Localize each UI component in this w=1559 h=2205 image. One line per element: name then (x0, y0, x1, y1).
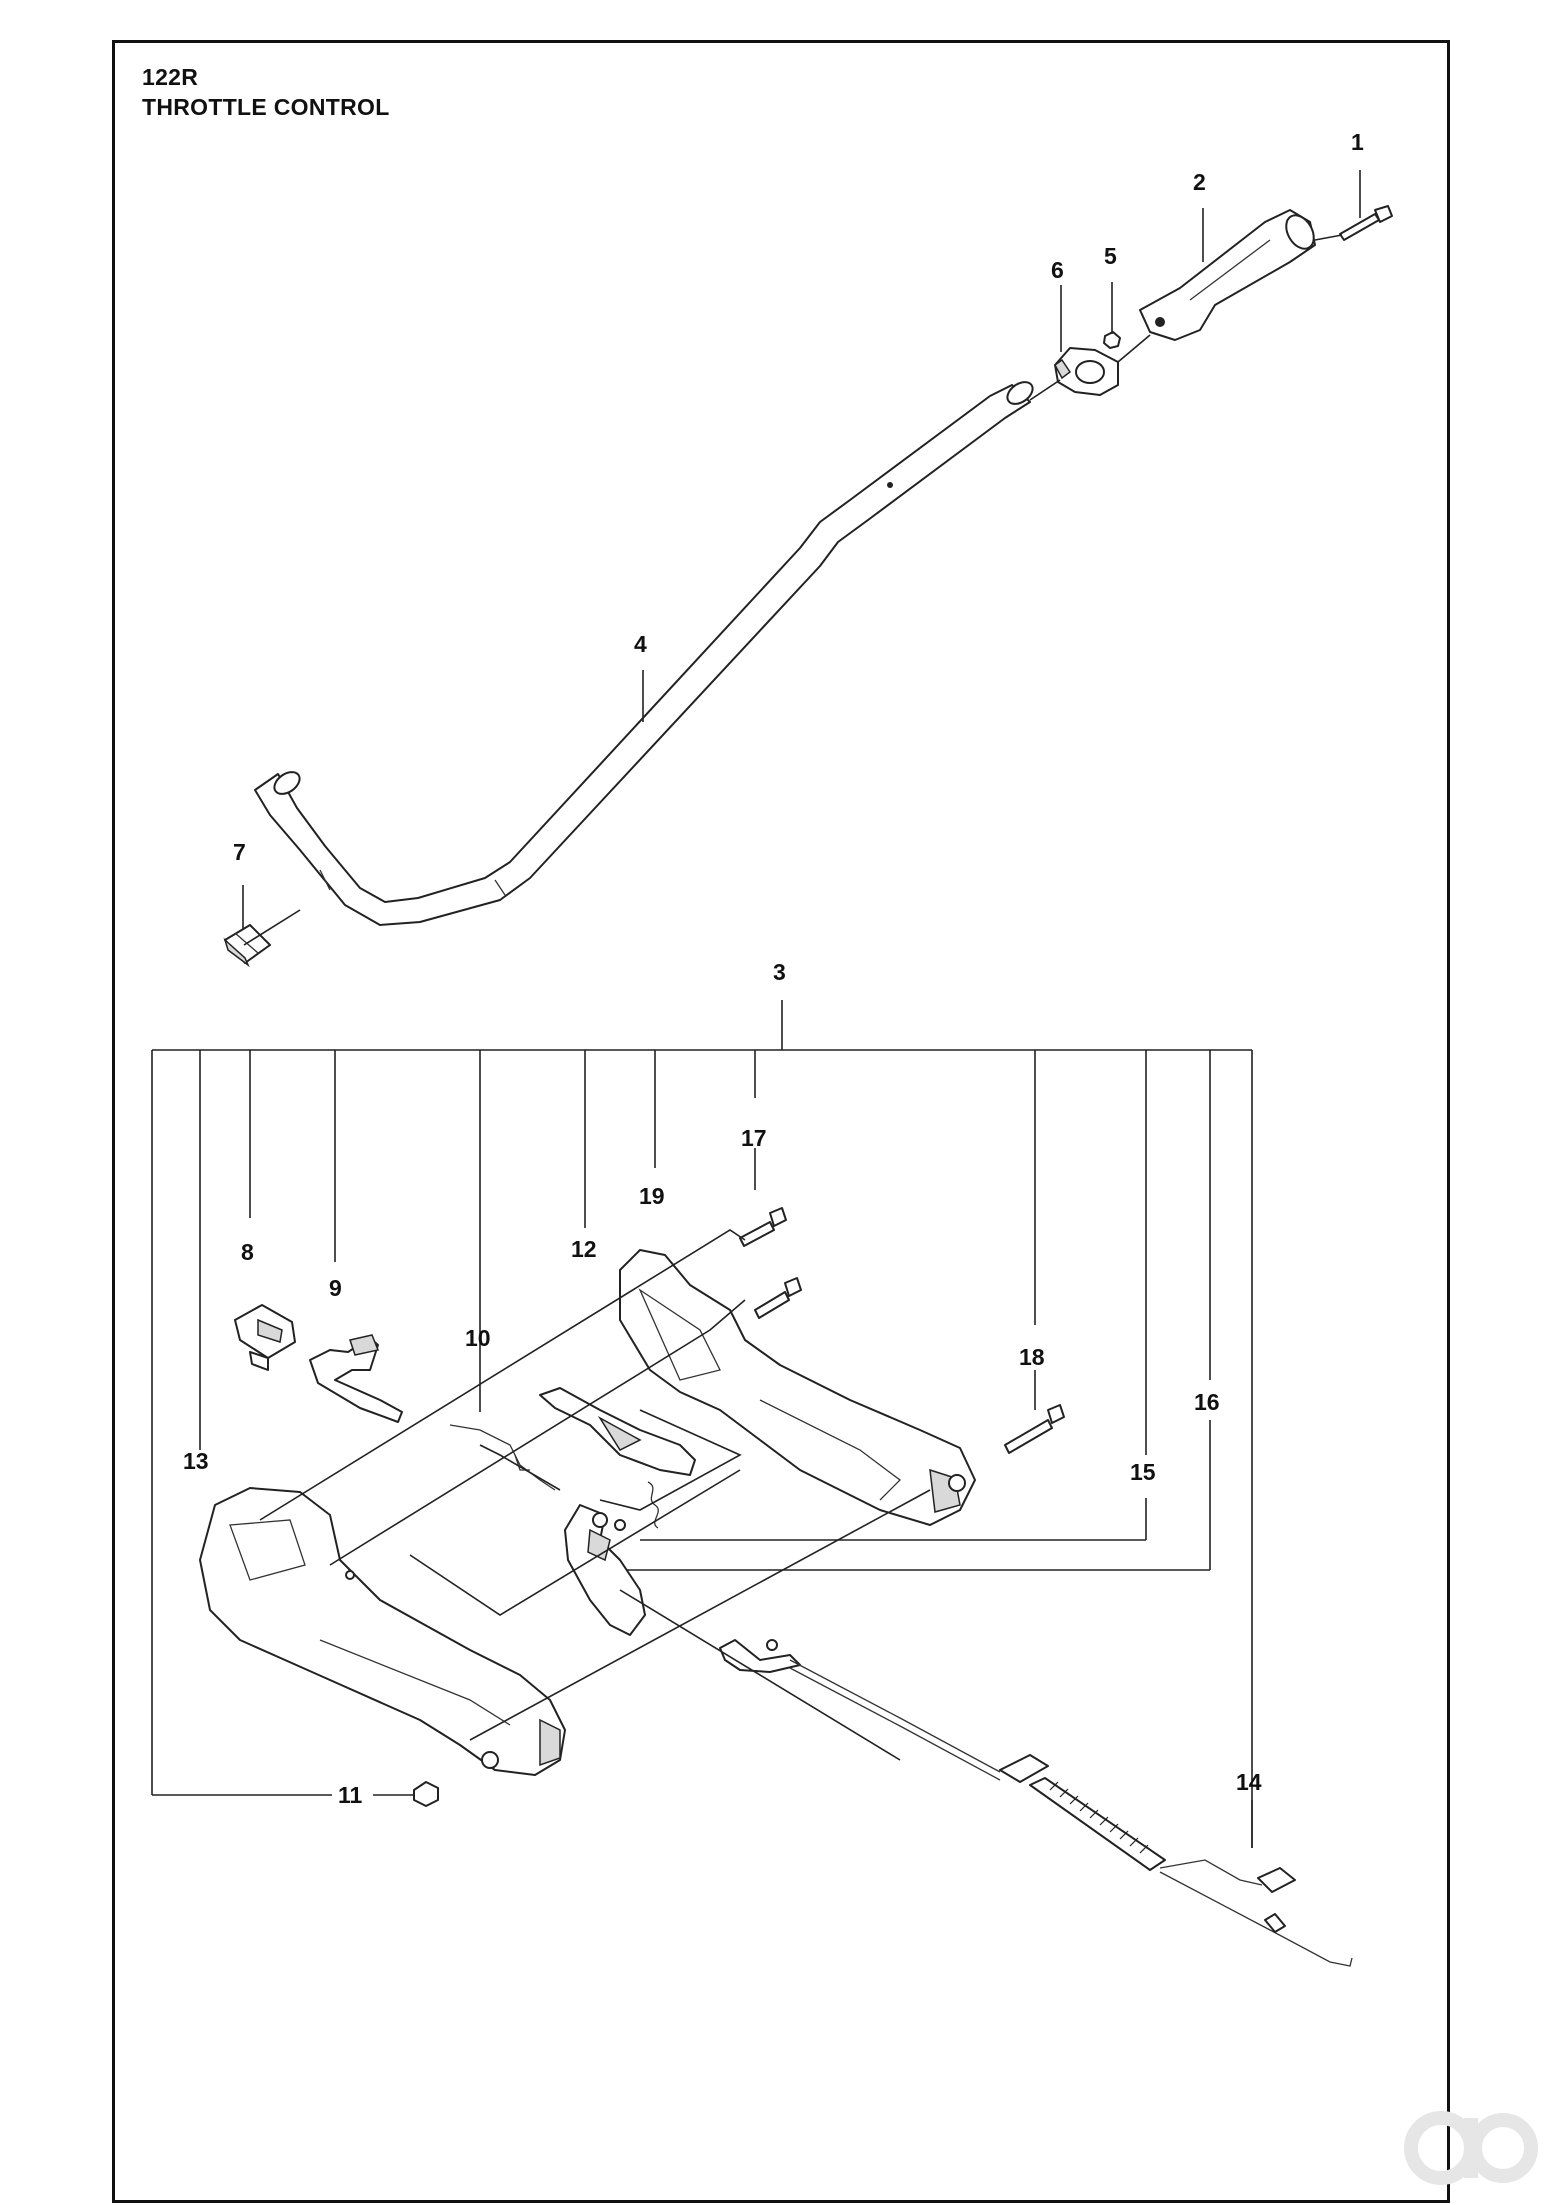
stop-switch-part (234, 1304, 296, 1371)
callout-12: 12 (571, 1236, 597, 1262)
throttle-lever-part (539, 1387, 696, 1476)
callout-19: 19 (639, 1183, 665, 1209)
callout-5: 5 (1104, 243, 1117, 269)
callout-7: 7 (233, 839, 246, 865)
screw-part-1 (1339, 205, 1393, 241)
callout-17: 17 (741, 1125, 767, 1151)
callout-14: 14 (1236, 1769, 1262, 1795)
callout-3: 3 (773, 959, 786, 985)
diagram-frame (112, 40, 1450, 2203)
callout-16: 16 (1194, 1389, 1220, 1415)
diagram-title: THROTTLE CONTROL (142, 94, 390, 120)
screw-part-17 (739, 1207, 787, 1247)
handle-tube-part (254, 381, 1034, 926)
callout-10: 10 (465, 1325, 491, 1351)
callout-6: 6 (1051, 257, 1064, 283)
upper-handle-half-part (619, 1249, 976, 1526)
grip-part (1139, 209, 1316, 341)
callout-2: 2 (1193, 169, 1206, 195)
callout-1: 1 (1351, 129, 1364, 155)
lower-handle-half-part (199, 1487, 566, 1776)
callout-8: 8 (241, 1239, 254, 1265)
lock-lever-part (309, 1334, 403, 1423)
callout-13: 13 (183, 1448, 209, 1474)
throttle-trigger-part (564, 1504, 646, 1636)
clamp-part (1054, 347, 1119, 396)
throttle-cable-part (719, 1639, 1353, 1967)
callout-18: 18 (1019, 1344, 1045, 1370)
screw-part-19b (754, 1277, 802, 1319)
nut-part-11 (413, 1781, 439, 1807)
screw-part-18 (1004, 1404, 1065, 1454)
nut-part-5 (1103, 331, 1121, 349)
callout-9: 9 (329, 1275, 342, 1301)
watermark-logo (1404, 2111, 1538, 2185)
model-label: 122R (142, 64, 199, 90)
callout-4: 4 (634, 631, 647, 657)
callout-11: 11 (338, 1782, 363, 1808)
callout-15: 15 (1130, 1459, 1156, 1485)
clip-part (223, 924, 271, 968)
